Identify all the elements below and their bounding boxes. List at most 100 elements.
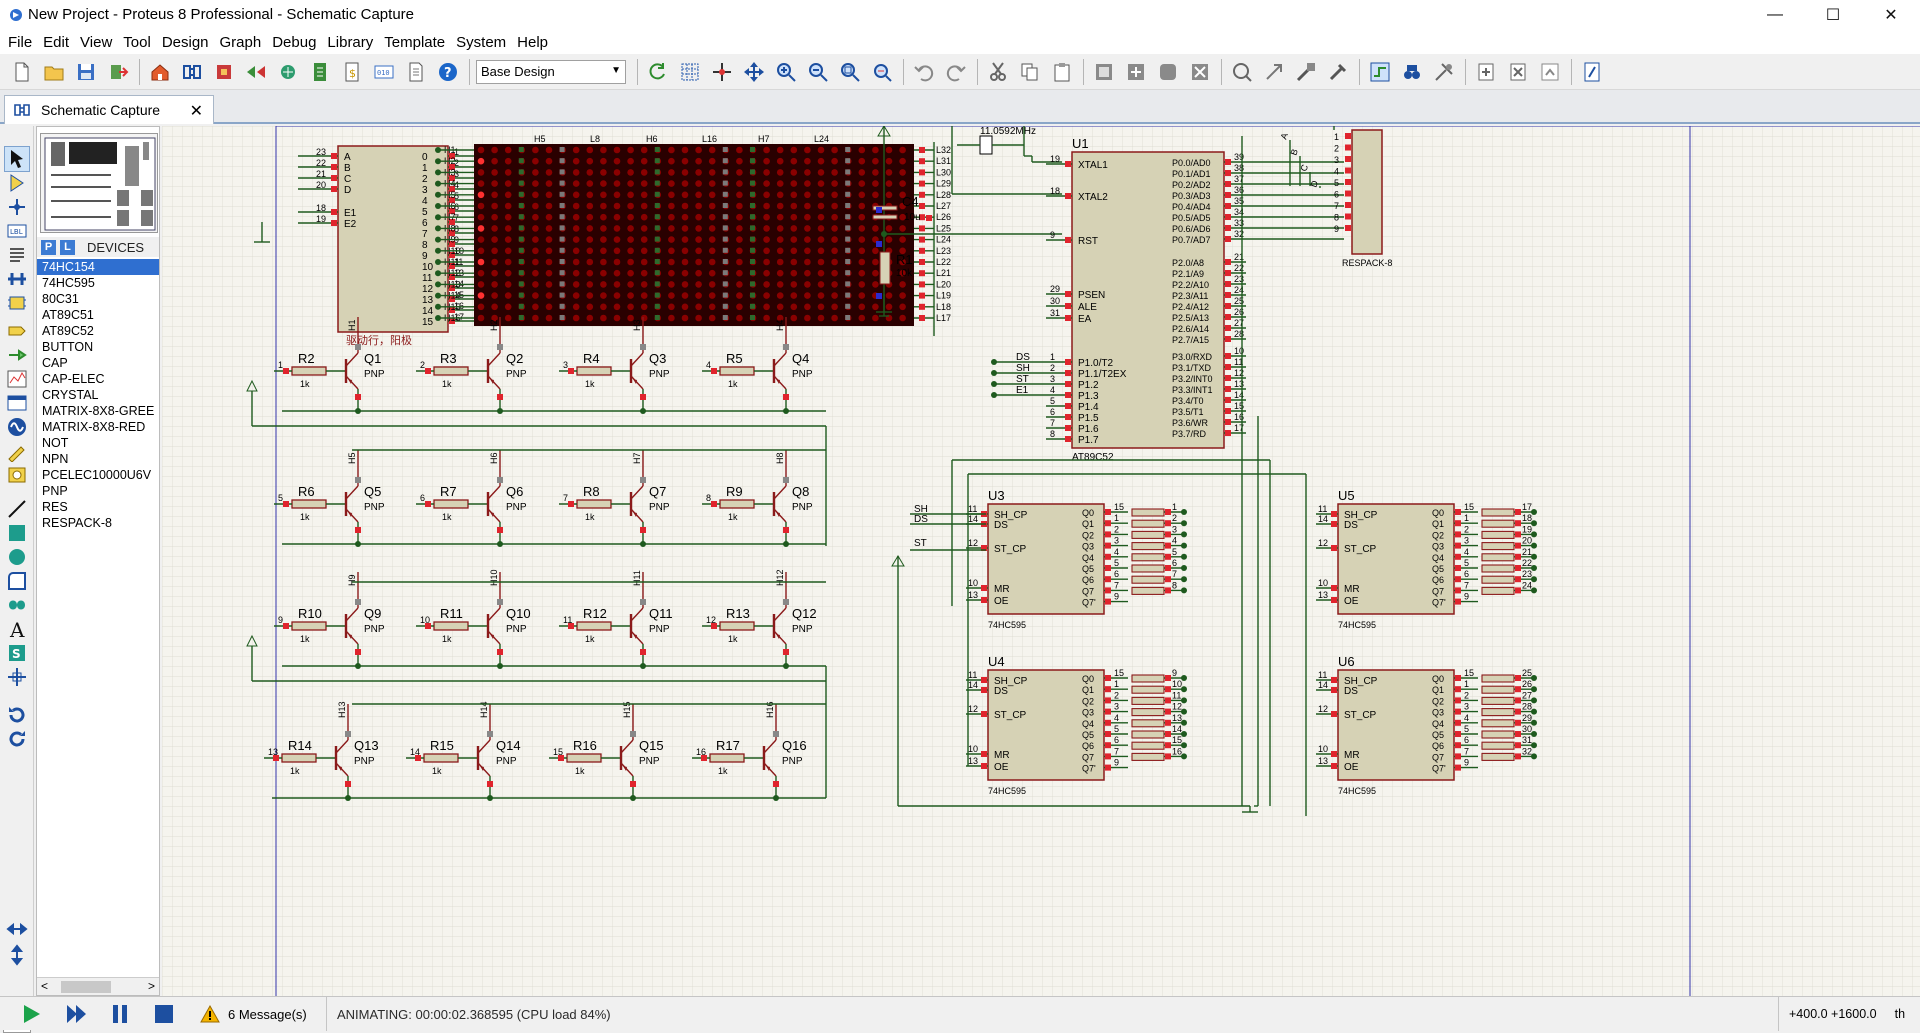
closed-path-icon[interactable] bbox=[4, 592, 30, 618]
grid-icon[interactable] bbox=[676, 58, 704, 86]
device-item[interactable]: 74HC154 bbox=[37, 259, 159, 275]
text-script-icon[interactable] bbox=[4, 242, 30, 268]
paste-icon[interactable] bbox=[1048, 58, 1076, 86]
menu-tool[interactable]: Tool bbox=[123, 33, 151, 51]
new-sheet-icon[interactable] bbox=[1472, 58, 1500, 86]
search-tag-icon[interactable] bbox=[1398, 58, 1426, 86]
device-item[interactable]: 74HC595 bbox=[42, 276, 95, 290]
save-icon[interactable] bbox=[72, 58, 100, 86]
minimize-button[interactable]: — bbox=[1767, 6, 1783, 23]
component-mode-icon[interactable] bbox=[4, 170, 30, 196]
block-move-icon[interactable] bbox=[1122, 58, 1150, 86]
tape-recorder-icon[interactable] bbox=[4, 390, 30, 416]
source-code-icon[interactable]: 010 bbox=[370, 58, 398, 86]
device-pins-icon[interactable] bbox=[4, 342, 30, 368]
device-item[interactable]: RES bbox=[42, 500, 68, 514]
undo-icon[interactable] bbox=[910, 58, 938, 86]
symbol-icon[interactable]: S bbox=[4, 640, 30, 666]
device-item[interactable]: AT89C52 bbox=[42, 324, 94, 338]
tab-close-icon[interactable]: ✕ bbox=[189, 103, 203, 120]
text-2d-icon[interactable]: A bbox=[4, 616, 30, 642]
device-item[interactable]: PNP bbox=[42, 484, 68, 498]
zoom-all-icon[interactable] bbox=[836, 58, 864, 86]
message-area[interactable]: 6 Message(s) bbox=[200, 997, 307, 1031]
device-item[interactable]: CRYSTAL bbox=[42, 388, 99, 402]
device-item[interactable]: CAP bbox=[42, 356, 68, 370]
new-file-icon[interactable] bbox=[8, 58, 36, 86]
zoom-out-icon[interactable] bbox=[804, 58, 832, 86]
close-button[interactable]: ✕ bbox=[1884, 7, 1898, 24]
gerber-icon[interactable] bbox=[242, 58, 270, 86]
wire-label-icon[interactable]: LBL bbox=[4, 218, 30, 244]
cost-icon[interactable]: $ bbox=[338, 58, 366, 86]
overview-window[interactable] bbox=[40, 133, 158, 233]
schematic-icon[interactable] bbox=[178, 58, 206, 86]
device-item[interactable]: MATRIX-8X8-RED bbox=[42, 420, 146, 434]
import-icon[interactable] bbox=[104, 58, 132, 86]
menu-file[interactable]: File bbox=[8, 33, 33, 51]
menu-debug[interactable]: Debug bbox=[272, 33, 317, 51]
remove-sheet-icon[interactable] bbox=[1504, 58, 1532, 86]
pick-device-icon[interactable] bbox=[1228, 58, 1256, 86]
device-item[interactable]: NPN bbox=[42, 452, 69, 466]
bus-icon[interactable] bbox=[4, 266, 30, 292]
menu-design[interactable]: Design bbox=[161, 33, 209, 51]
marker-icon[interactable] bbox=[4, 664, 30, 690]
mirror-horizontal-icon[interactable] bbox=[4, 916, 30, 942]
origin-icon[interactable] bbox=[708, 58, 736, 86]
menu-graph[interactable]: Graph bbox=[219, 33, 262, 51]
scroll-left-icon[interactable]: < bbox=[41, 979, 49, 993]
decompose-icon[interactable] bbox=[1324, 58, 1352, 86]
menu-library[interactable]: Library bbox=[327, 33, 374, 51]
zoom-area-icon[interactable] bbox=[868, 58, 896, 86]
mirror-vertical-icon[interactable] bbox=[4, 942, 30, 968]
junction-dot-icon[interactable] bbox=[4, 194, 30, 220]
selection-mode-icon[interactable] bbox=[4, 146, 30, 172]
pcb-icon[interactable] bbox=[210, 58, 238, 86]
packaging-icon[interactable] bbox=[1292, 58, 1320, 86]
scrollbar-thumb[interactable] bbox=[61, 981, 111, 993]
scroll-right-icon[interactable]: > bbox=[147, 979, 155, 993]
play-button[interactable] bbox=[18, 1003, 46, 1025]
refresh-icon[interactable] bbox=[644, 58, 672, 86]
device-item[interactable]: 80C31 bbox=[42, 292, 79, 306]
virtual-instrument-icon[interactable] bbox=[4, 462, 30, 488]
menu-view[interactable]: View bbox=[80, 33, 113, 51]
device-list-scrollbar[interactable]: < > bbox=[37, 977, 159, 995]
circle-2d-icon[interactable] bbox=[4, 544, 30, 570]
zoom-in-icon[interactable] bbox=[772, 58, 800, 86]
pan-icon[interactable] bbox=[740, 58, 768, 86]
menu-template[interactable]: Template bbox=[384, 33, 446, 51]
home-icon[interactable] bbox=[146, 58, 174, 86]
terminals-icon[interactable] bbox=[4, 318, 30, 344]
device-item[interactable]: MATRIX-8X8-GREE bbox=[42, 404, 155, 418]
tab-schematic-capture[interactable]: Schematic Capture ✕ bbox=[4, 95, 214, 124]
make-device-icon[interactable] bbox=[1260, 58, 1288, 86]
device-item[interactable]: CAP-ELEC bbox=[42, 372, 105, 386]
block-copy-icon[interactable] bbox=[1090, 58, 1118, 86]
rotate-clockwise-icon[interactable] bbox=[4, 702, 30, 728]
schematic-canvas[interactable]: A23B22C21D20E118E21901112223334445556667… bbox=[162, 126, 1920, 996]
device-item[interactable]: NOT bbox=[42, 436, 69, 450]
line-2d-icon[interactable] bbox=[4, 496, 30, 522]
design-explorer-icon[interactable] bbox=[1578, 58, 1606, 86]
exit-to-parent-icon[interactable] bbox=[1536, 58, 1564, 86]
rotate-anticlockwise-icon[interactable] bbox=[4, 726, 30, 752]
arc-2d-icon[interactable] bbox=[4, 568, 30, 594]
menu-edit[interactable]: Edit bbox=[43, 33, 70, 51]
device-item[interactable]: BUTTON bbox=[42, 340, 94, 354]
block-rotate-icon[interactable] bbox=[1154, 58, 1182, 86]
library-manager-button[interactable]: L bbox=[60, 239, 75, 255]
graph-icon[interactable] bbox=[4, 366, 30, 392]
maximize-button[interactable]: ☐ bbox=[1825, 7, 1841, 24]
device-item[interactable]: AT89C51 bbox=[42, 308, 94, 322]
redo-icon[interactable] bbox=[942, 58, 970, 86]
generator-icon[interactable] bbox=[4, 414, 30, 440]
3d-view-icon[interactable] bbox=[274, 58, 302, 86]
design-select[interactable]: Base Design▼ bbox=[476, 59, 626, 84]
block-delete-icon[interactable] bbox=[1186, 58, 1214, 86]
schematic-drawing[interactable]: A23B22C21D20E118E21901112223334445556667… bbox=[162, 126, 1920, 996]
notes-icon[interactable] bbox=[402, 58, 430, 86]
property-tool-icon[interactable] bbox=[1430, 58, 1458, 86]
box-2d-icon[interactable] bbox=[4, 520, 30, 546]
